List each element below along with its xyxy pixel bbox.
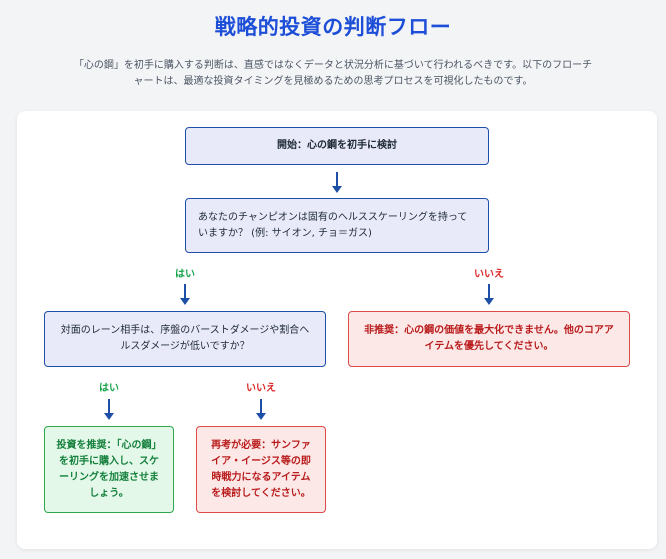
outcome-not-recommended: 非推奨：心の鋼の価値を最大化できません。他のコアアイテムを優先してください。	[348, 311, 630, 367]
flowchart-card: 開始：心の鋼を初手に検討 あなたのチャンピオンは固有のヘルススケーリングを持って…	[17, 111, 657, 549]
intro-text: 「心の鋼」を初手に購入する判断は、直感ではなくデータと状況分析に基づいて行われる…	[73, 60, 593, 87]
branch-label-no: いいえ	[474, 269, 504, 280]
arrow-down-icon	[332, 172, 342, 193]
branch-label-yes: はい	[175, 269, 195, 280]
page-title: 戦略的投資の判断フロー	[214, 15, 452, 39]
arrow-down-icon	[256, 399, 266, 420]
arrow-down-icon	[484, 284, 494, 305]
branch-label-no: いいえ	[246, 383, 276, 394]
branch-label-yes: はい	[99, 383, 119, 394]
start-node: 開始：心の鋼を初手に検討	[185, 127, 489, 165]
outcome-recommended: 投資を推奨：「心の鋼」を初手に購入し、スケーリングを加速させましょう。	[44, 426, 174, 513]
arrow-down-icon	[180, 284, 190, 305]
outcome-reconsider: 再考が必要：サンファイア・イージス等の即時戦力になるアイテムを検討してください。	[196, 426, 326, 513]
arrow-down-icon	[104, 399, 114, 420]
decision-health-scaling: あなたのチャンピオンは固有のヘルススケーリングを持っていますか？ (例: サイオ…	[185, 198, 489, 253]
decision-lane-opponent: 対面のレーン相手は、序盤のバーストダメージや割合ヘルスダメージが低いですか？	[44, 311, 326, 367]
